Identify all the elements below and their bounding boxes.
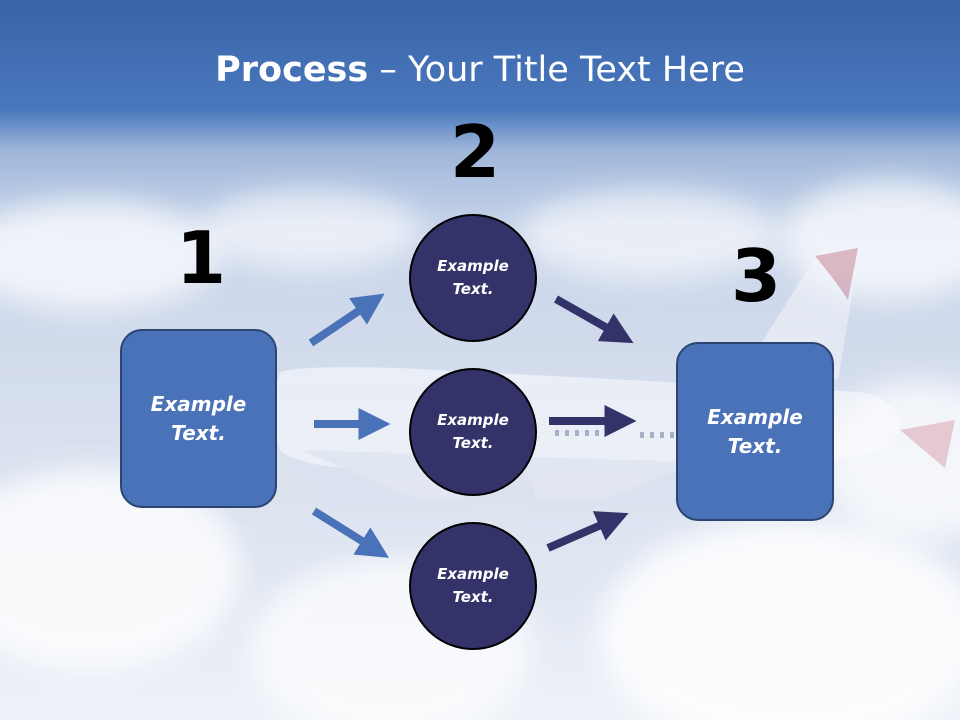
- slide-title: Process – Your Title Text Here: [0, 50, 960, 90]
- box-text-line: Text.: [727, 433, 783, 458]
- arrow-circle-bottom-to-box3: [546, 511, 629, 552]
- circle-text-line: Example: [437, 411, 509, 429]
- step-2-circle-bottom: Example Text.: [409, 522, 537, 650]
- circle-text-line: Text.: [452, 434, 494, 452]
- title-rest-part: – Your Title Text Here: [368, 50, 745, 90]
- arrow-box1-to-circle-bottom: [311, 507, 389, 558]
- circle-text-line: Example: [437, 565, 509, 583]
- step-1-box: Example Text.: [120, 329, 277, 508]
- box-text-line: Example: [707, 404, 803, 429]
- step-2-circle-middle: Example Text.: [409, 368, 537, 496]
- step-2-circle-top: Example Text.: [409, 214, 537, 342]
- circle-text-line: Text.: [452, 588, 494, 606]
- step-number-3: 3: [731, 234, 782, 318]
- cloud-shape: [600, 520, 960, 720]
- cloud-shape: [520, 190, 780, 280]
- box-text-line: Example: [150, 391, 247, 416]
- arrow-circle-top-to-box3: [554, 295, 634, 344]
- cloud-shape: [0, 200, 220, 310]
- title-bold-part: Process: [215, 50, 369, 90]
- step-number-2: 2: [450, 110, 501, 194]
- arrow-box1-to-circle-top: [308, 293, 385, 347]
- step-3-box: Example Text.: [676, 342, 834, 521]
- box-text-line: Text.: [171, 420, 226, 445]
- step-number-1: 1: [176, 216, 227, 300]
- circle-text-line: Text.: [452, 280, 494, 298]
- circle-text-line: Example: [437, 257, 509, 275]
- cloud-shape: [200, 190, 420, 270]
